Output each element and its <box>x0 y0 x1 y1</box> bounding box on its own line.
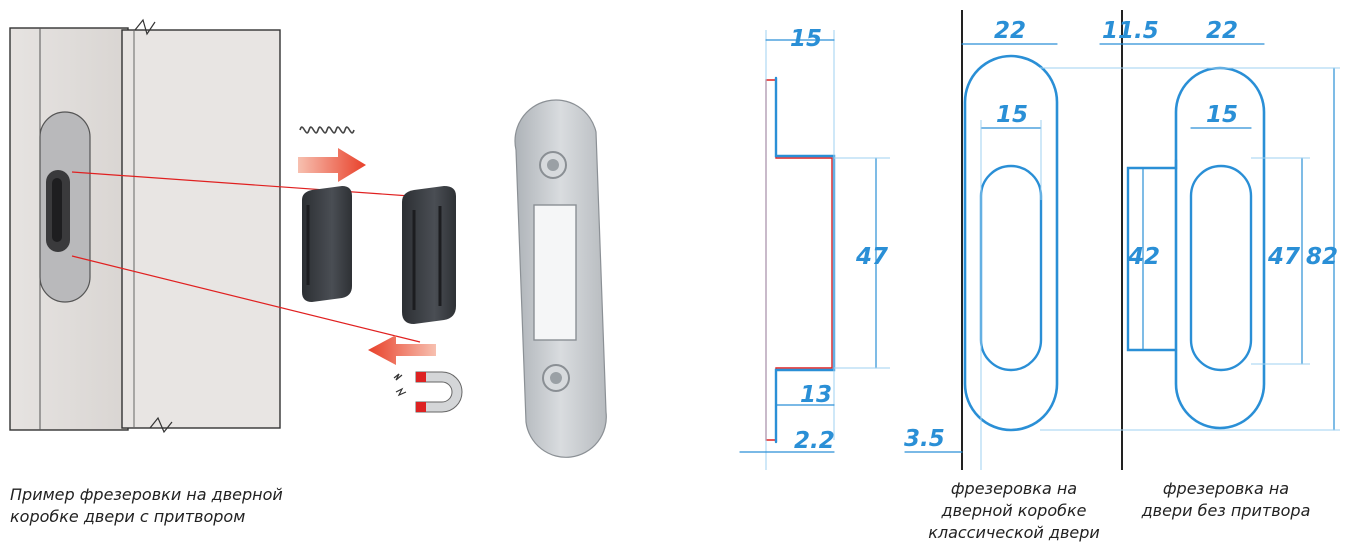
dim-frame-offset: 3.5 <box>904 426 945 452</box>
caption-frame-line-2: дверной коробке <box>941 501 1087 520</box>
door-outer-slot <box>1174 66 1266 430</box>
arrow-right-icon <box>298 148 366 182</box>
insert-front <box>402 186 456 324</box>
profile-section-drawing <box>739 30 890 470</box>
dim-door-offset: 11.5 <box>1102 18 1159 44</box>
caption-frame-line-1: фрезеровка на <box>950 479 1078 498</box>
dim-profile-height: 47 <box>855 244 888 270</box>
door-milling-drawing <box>1040 10 1340 470</box>
dim-door-inner-width: 15 <box>1206 102 1238 128</box>
caption-left: Пример фрезеровки на дверной коробке две… <box>10 484 340 528</box>
dim-frame-inner-width: 15 <box>996 102 1028 128</box>
caption-door: фрезеровка на двери без притвора <box>1136 478 1316 522</box>
plate-slot <box>533 204 577 341</box>
magnet-icon <box>393 371 463 413</box>
arrow-left-icon <box>368 335 436 365</box>
frame-milling-drawing <box>904 10 1059 470</box>
door-leaf <box>121 29 281 429</box>
insert-back <box>302 186 352 302</box>
door-inner-slot <box>1189 164 1253 372</box>
caption-frame: фрезеровка на дверной коробке классическ… <box>924 478 1104 544</box>
caption-left-line-2: коробке двери с притвором <box>10 507 246 526</box>
dim-frame-width: 22 <box>994 18 1026 44</box>
caption-door-line-2: двери без притвора <box>1141 501 1311 520</box>
guide-lines <box>71 171 421 343</box>
caption-left-line-1: Пример фрезеровки на дверной <box>10 485 283 504</box>
door-frame-illustration <box>9 18 281 434</box>
caption-frame-line-3: классической двери <box>928 523 1100 542</box>
dim-profile-depth: 13 <box>800 382 832 408</box>
dim-profile-edge: 2.2 <box>794 428 835 454</box>
frame-inner-slot <box>979 164 1043 372</box>
frame-outer-slot <box>963 54 1059 432</box>
dim-door-inner-height: 47 <box>1267 244 1300 270</box>
strike-plate <box>514 99 607 458</box>
dim-door-height: 82 <box>1306 244 1338 270</box>
dim-door-width: 22 <box>1206 18 1238 44</box>
spring-icon <box>299 126 355 134</box>
dim-door-step-height: 42 <box>1127 244 1160 270</box>
caption-door-line-1: фрезеровка на <box>1162 479 1290 498</box>
dim-profile-top: 15 <box>790 26 822 52</box>
